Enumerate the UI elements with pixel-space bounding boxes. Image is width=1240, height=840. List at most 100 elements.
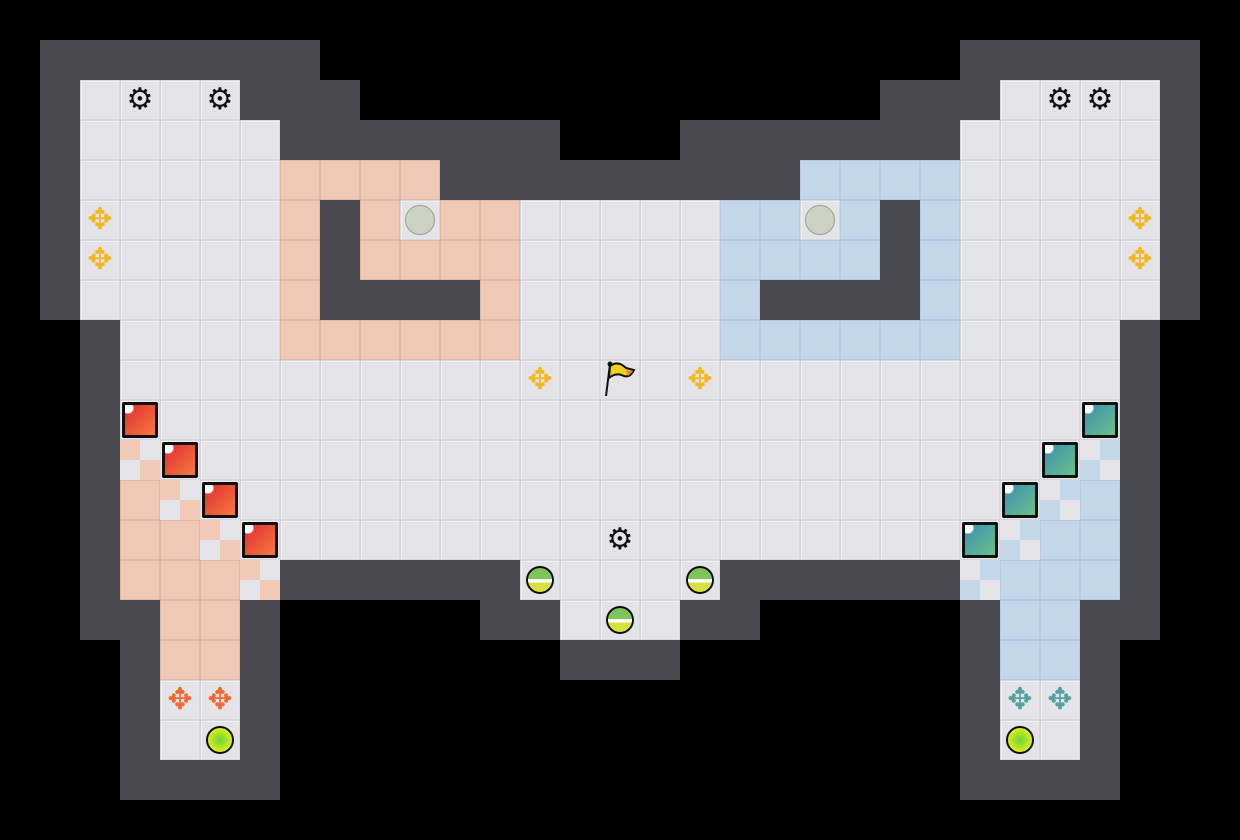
tile-gear[interactable]: ⚙ [1080, 80, 1120, 120]
tile-red-block[interactable] [120, 400, 160, 440]
tile-floor [160, 360, 200, 400]
tile-wall [880, 120, 920, 160]
gear-icon[interactable]: ⚙ [606, 522, 634, 557]
tile-void [40, 560, 80, 600]
tile-void [640, 800, 680, 840]
tile-striped-green-ball[interactable] [520, 560, 560, 600]
tile-gear[interactable]: ⚙ [120, 80, 160, 120]
gear-icon[interactable]: ⚙ [1046, 82, 1074, 117]
tile-floor [240, 360, 280, 400]
tile-void [680, 40, 720, 80]
gear-icon[interactable]: ⚙ [206, 82, 234, 117]
tile-floor [1000, 80, 1040, 120]
tile-yellow-move-arrows[interactable]: ✥ [680, 360, 720, 400]
move-arrows-icon[interactable]: ✥ [167, 682, 193, 717]
tile-floor [280, 400, 320, 440]
tile-striped-green-ball[interactable] [680, 560, 720, 600]
tile-striped-green-ball[interactable] [600, 600, 640, 640]
tile-gear[interactable]: ⚙ [600, 520, 640, 560]
tile-void [800, 720, 840, 760]
tile-yellow-move-arrows[interactable]: ✥ [520, 360, 560, 400]
tile-blue-zone-floor [720, 200, 760, 240]
tile-void [640, 0, 680, 40]
tile-blue-zone-floor [1080, 480, 1120, 520]
tile-void [560, 80, 600, 120]
tile-void [640, 720, 680, 760]
block-icon[interactable] [242, 522, 278, 558]
tile-floor [600, 200, 640, 240]
tile-teal-move-arrows[interactable]: ✥ [1000, 680, 1040, 720]
tile-floor [440, 480, 480, 520]
tile-goal-flag[interactable] [600, 360, 640, 400]
tile-teal-block[interactable] [960, 520, 1000, 560]
move-arrows-icon[interactable]: ✥ [207, 682, 233, 717]
tile-wall [840, 560, 880, 600]
tile-yellow-move-arrows[interactable]: ✥ [1120, 200, 1160, 240]
tile-lime-ball[interactable] [1000, 720, 1040, 760]
ball-icon[interactable] [1006, 726, 1034, 754]
tile-blue-zone-floor [800, 320, 840, 360]
move-arrows-icon[interactable]: ✥ [1127, 202, 1153, 237]
tile-red-block[interactable] [160, 440, 200, 480]
block-icon[interactable] [122, 402, 158, 438]
tile-void [280, 720, 320, 760]
circle-icon[interactable] [805, 205, 835, 235]
tile-void [320, 0, 360, 40]
block-icon[interactable] [1082, 402, 1118, 438]
tile-teal-block[interactable] [1000, 480, 1040, 520]
tile-teal-block[interactable] [1040, 440, 1080, 480]
tile-grey-target-circle[interactable] [400, 200, 440, 240]
block-icon[interactable] [202, 482, 238, 518]
tile-blue-zone-floor [1000, 560, 1040, 600]
block-icon[interactable] [1042, 442, 1078, 478]
ball-icon[interactable] [606, 606, 634, 634]
tile-yellow-move-arrows[interactable]: ✥ [80, 240, 120, 280]
gear-icon[interactable]: ⚙ [126, 82, 154, 117]
tile-orange-move-arrows[interactable]: ✥ [200, 680, 240, 720]
move-arrows-icon[interactable]: ✥ [527, 362, 553, 397]
tile-floor [800, 480, 840, 520]
tile-red-block[interactable] [240, 520, 280, 560]
tile-yellow-move-arrows[interactable]: ✥ [80, 200, 120, 240]
tile-teal-move-arrows[interactable]: ✥ [1040, 680, 1080, 720]
tile-red-block[interactable] [200, 480, 240, 520]
tile-floor [840, 520, 880, 560]
move-arrows-icon[interactable]: ✥ [1007, 682, 1033, 717]
tile-gear[interactable]: ⚙ [1040, 80, 1080, 120]
flag-icon[interactable] [600, 358, 640, 402]
block-icon[interactable] [1002, 482, 1038, 518]
circle-icon[interactable] [405, 205, 435, 235]
tile-wall [400, 280, 440, 320]
tile-floor [480, 400, 520, 440]
move-arrows-icon[interactable]: ✥ [87, 242, 113, 277]
move-arrows-icon[interactable]: ✥ [1047, 682, 1073, 717]
tile-lime-ball[interactable] [200, 720, 240, 760]
move-arrows-icon[interactable]: ✥ [87, 202, 113, 237]
block-icon[interactable] [162, 442, 198, 478]
gear-icon[interactable]: ⚙ [1086, 82, 1114, 117]
tile-void [720, 760, 760, 800]
tile-orange-move-arrows[interactable]: ✥ [160, 680, 200, 720]
tile-wall [320, 560, 360, 600]
tile-floor [680, 480, 720, 520]
tile-wall [1040, 40, 1080, 80]
tile-floor [680, 200, 720, 240]
tile-grey-target-circle[interactable] [800, 200, 840, 240]
move-arrows-icon[interactable]: ✥ [1127, 242, 1153, 277]
tile-void [920, 760, 960, 800]
tile-void [880, 0, 920, 40]
tile-floor [200, 440, 240, 480]
tile-wall [1120, 440, 1160, 480]
move-arrows-icon[interactable]: ✥ [687, 362, 713, 397]
tile-wall [160, 760, 200, 800]
tile-floor [880, 360, 920, 400]
block-icon[interactable] [962, 522, 998, 558]
tile-teal-block[interactable] [1080, 400, 1120, 440]
tile-yellow-move-arrows[interactable]: ✥ [1120, 240, 1160, 280]
tile-gear[interactable]: ⚙ [200, 80, 240, 120]
tile-void [1160, 400, 1200, 440]
ball-icon[interactable] [206, 726, 234, 754]
ball-icon[interactable] [526, 566, 554, 594]
ball-icon[interactable] [686, 566, 714, 594]
